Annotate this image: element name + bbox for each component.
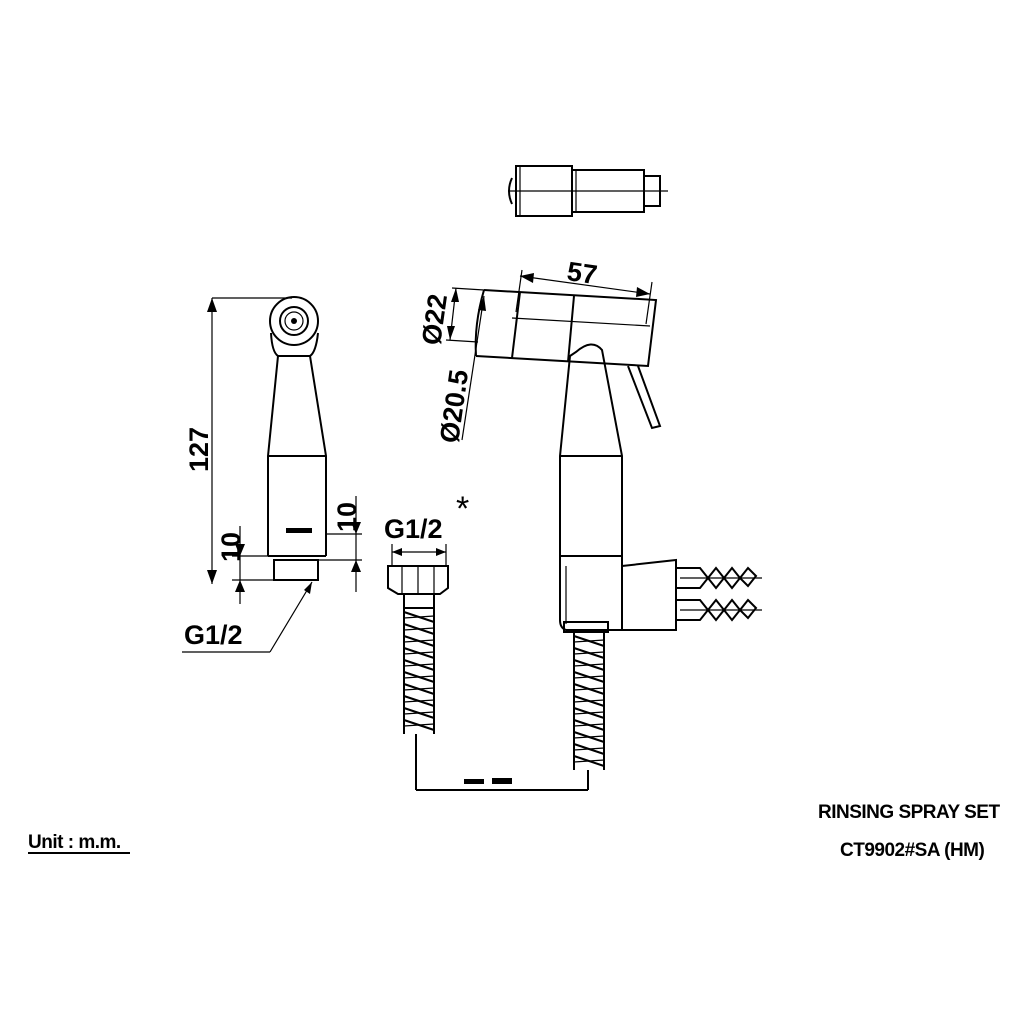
g12-hose-arrow-right: [436, 548, 446, 556]
g12-hose-arrow-left: [392, 548, 402, 556]
g12-side-label: G1/2: [184, 620, 243, 650]
dim-10-left-arrow-top: [235, 544, 245, 556]
dim-127-arrow-top: [207, 298, 217, 312]
g12-side-leader-arrow: [304, 582, 312, 594]
dim-57-line: [519, 275, 651, 295]
title-block: Unit : m.m. RINSING SPRAY SET CT9902#SA …: [28, 802, 1001, 861]
spray-head-band-line: [511, 291, 521, 359]
dim-10-right-arrow-top: [351, 522, 361, 534]
dim-10-left-label: 10: [216, 532, 246, 562]
hose-length-marking: [464, 778, 512, 784]
spray-logo-mark: [286, 528, 312, 533]
dim-57-arrow-right: [636, 287, 650, 297]
hose-coil-left: [403, 608, 435, 790]
spray-head-body: [475, 289, 658, 368]
wall-holder: [559, 555, 677, 631]
spray-neck: [270, 332, 319, 357]
spray-head-mid-line: [511, 317, 651, 327]
dim-d22-arrow-top: [451, 288, 459, 302]
dim-d22-ext-top: [451, 287, 485, 291]
unit-label: Unit : m.m.: [28, 832, 121, 853]
holder-hose-ferrule: [563, 621, 609, 633]
dim-d22-ext-bottom: [445, 339, 479, 343]
spray-nozzle-center: [291, 318, 297, 324]
spray-head-inner: [279, 306, 309, 336]
spray-handle: [559, 343, 623, 557]
spray-front-view: 57 Ø22 Ø20.5: [416, 256, 762, 633]
hose-nut-left: [387, 565, 449, 595]
dim-d205-leader: [461, 295, 485, 441]
wall-plug-bottom: [675, 598, 762, 622]
dim-57-arrow-left: [520, 273, 534, 283]
spray-thread-stub: [273, 559, 319, 581]
dim-d22-label: Ø22: [416, 292, 453, 347]
hose-ferrule-left: [403, 593, 435, 609]
dim-57-ext-left: [515, 269, 523, 313]
spray-trigger-lever: [627, 365, 662, 430]
connector-opening: [508, 177, 513, 205]
hose-coil-right: [573, 630, 605, 790]
wall-plug-top: [675, 566, 762, 590]
g12-side-leader: [269, 581, 313, 653]
dim-127-label: 127: [184, 427, 214, 472]
dim-d205-arrow: [478, 296, 486, 311]
dim-57-ext-right: [645, 281, 653, 325]
spray-head-outer: [269, 296, 319, 346]
spray-nozzle-ring: [284, 311, 304, 331]
dim-d22-arrow-bottom: [447, 326, 455, 340]
dim-10-right-label: 10: [332, 502, 362, 532]
hose-note-asterisk: *: [456, 490, 469, 528]
g12-hose-label: G1/2: [384, 514, 443, 544]
product-code: CT9902#SA (HM): [840, 840, 985, 861]
product-name: RINSING SPRAY SET: [818, 802, 1000, 823]
spray-head-joint-line: [567, 295, 575, 363]
dim-10-right-arrow-bottom: [351, 560, 361, 572]
hose-assembly: G1/2 *: [384, 490, 605, 791]
dim-57-label: 57: [565, 256, 599, 290]
dim-10-left-arrow-bottom: [235, 580, 245, 592]
dim-d205-label: Ø20.5: [434, 368, 474, 445]
dim-127-arrow-bottom: [207, 570, 217, 584]
spray-side-view: 127 10 10 G1/2: [182, 296, 362, 653]
wall-connector-part: [508, 165, 668, 217]
